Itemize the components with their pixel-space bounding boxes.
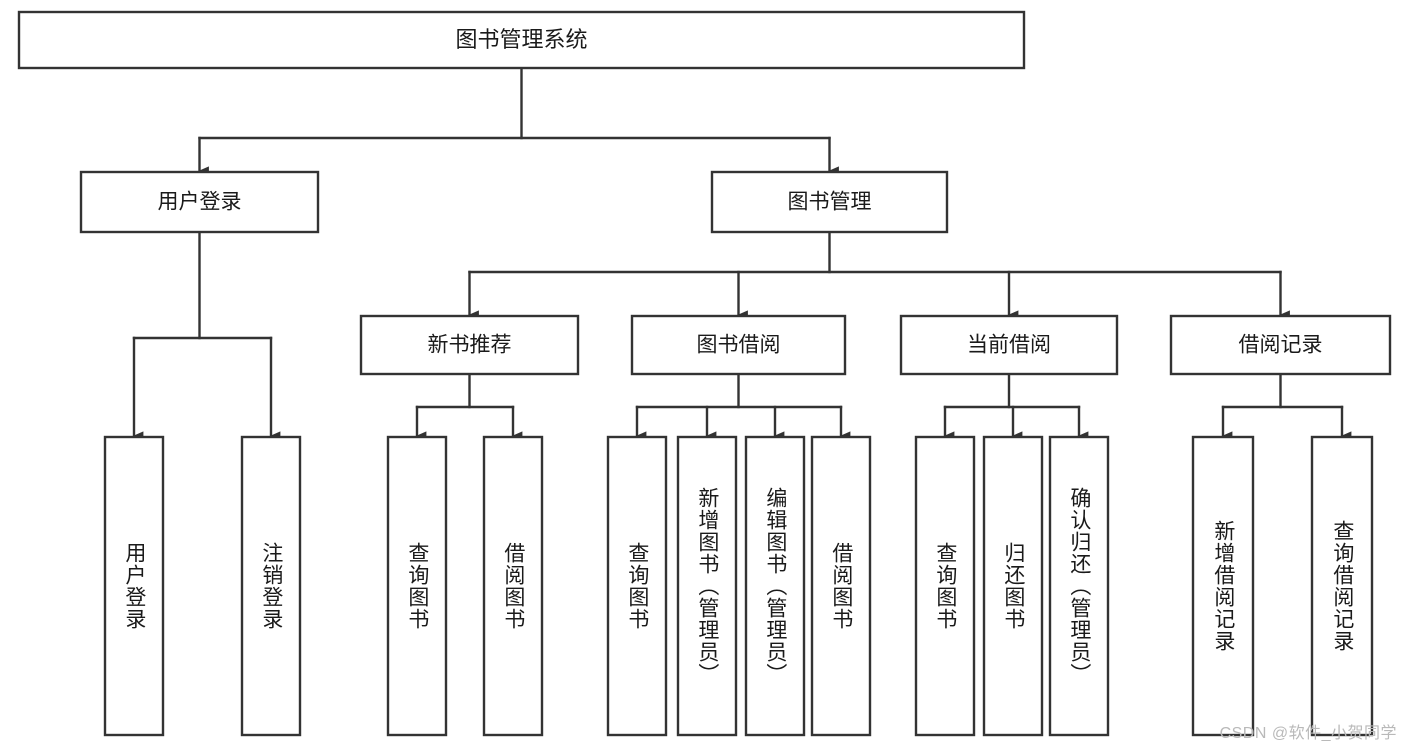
node-label-current-borrow: 当前借阅 [967,334,1051,357]
node-label-root: 图书管理系统 [455,27,587,52]
node-label-book-borrow: 图书借阅 [697,334,781,357]
node-box-leaf-query-book-rec[interactable] [386,435,448,737]
node-label-borrow-record: 借阅记录 [1239,334,1323,357]
csdn-watermark: CSDN @软件_小贺同学 [1219,725,1397,742]
boxes-layer [17,10,1392,737]
connectors-layer [132,66,1352,441]
node-box-leaf-logout[interactable] [240,435,302,737]
node-label-user-login: 用户登录 [158,191,242,214]
node-box-book-borrow[interactable] [630,314,847,376]
node-box-leaf-query-book-borrow[interactable] [606,435,668,737]
node-box-leaf-borrow-book[interactable] [810,435,872,737]
node-box-leaf-borrow-book-rec[interactable] [482,435,544,737]
node-box-book-manage[interactable] [710,170,949,234]
node-box-current-borrow[interactable] [899,314,1119,376]
node-box-leaf-query-book-cur[interactable] [914,435,976,737]
node-label-book-manage: 图书管理 [788,191,872,214]
node-label-new-book-recommend: 新书推荐 [428,334,512,357]
node-box-leaf-add-record[interactable] [1191,435,1255,737]
node-box-user-login[interactable] [79,170,320,234]
node-box-leaf-query-record[interactable] [1310,435,1374,737]
node-box-borrow-record[interactable] [1169,314,1392,376]
node-box-root[interactable] [17,10,1026,70]
node-box-leaf-add-book[interactable] [676,435,738,737]
node-box-leaf-return-book[interactable] [982,435,1044,737]
node-box-leaf-user-login[interactable] [103,435,165,737]
node-box-new-book-recommend[interactable] [359,314,580,376]
node-box-leaf-edit-book[interactable] [744,435,806,737]
node-box-leaf-confirm-return[interactable] [1048,435,1110,737]
